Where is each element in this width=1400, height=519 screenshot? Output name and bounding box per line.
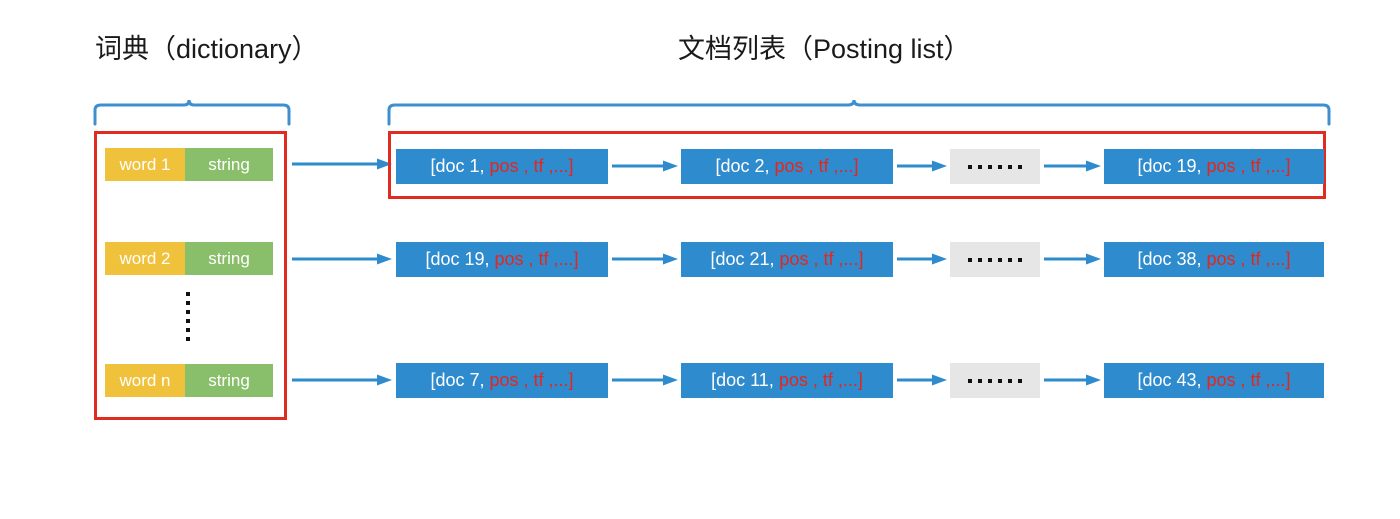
posting-link-arrow-icon xyxy=(897,374,947,386)
dictionary-to-posting-arrow-icon xyxy=(292,158,392,170)
posting-link-arrow-icon xyxy=(1044,253,1101,265)
posting-meta: pos , tf ,...] xyxy=(774,156,859,176)
posting-link-arrow-icon xyxy=(897,253,947,265)
posting-meta: pos , tf ,...] xyxy=(489,370,574,390)
dictionary-entry[interactable]: word 1 string xyxy=(105,148,273,181)
posting-doc-id: [doc 43, xyxy=(1137,370,1202,390)
posting-doc-id: [doc 19, xyxy=(425,249,490,269)
dictionary-term: word 1 xyxy=(105,148,185,181)
dictionary-value: string xyxy=(185,242,273,275)
posting-meta: pos , tf ,...] xyxy=(1206,156,1291,176)
posting-list-row: [doc 19, pos , tf ,...] [doc 21, pos , t… xyxy=(396,242,1326,277)
posting-link-arrow-icon xyxy=(612,160,678,172)
posting-meta: pos , tf ,...] xyxy=(489,156,574,176)
posting-node[interactable]: [doc 19, pos , tf ,...] xyxy=(396,242,608,277)
vertical-ellipsis-icon xyxy=(185,292,191,341)
posting-link-arrow-icon xyxy=(897,160,947,172)
posting-doc-id: [doc 11, xyxy=(711,370,774,390)
posting-link-arrow-icon xyxy=(612,374,678,386)
posting-meta: pos , tf ,...] xyxy=(494,249,579,269)
posting-ellipsis-node xyxy=(950,242,1040,277)
posting-list-row: [doc 1, pos , tf ,...] [doc 2, pos , tf … xyxy=(396,149,1326,184)
dictionary-to-posting-arrow-icon xyxy=(292,374,392,386)
posting-doc-id: [doc 38, xyxy=(1137,249,1202,269)
dictionary-term: word 2 xyxy=(105,242,185,275)
posting-meta: pos , tf ,...] xyxy=(1206,370,1291,390)
posting-node[interactable]: [doc 38, pos , tf ,...] xyxy=(1104,242,1324,277)
dictionary-to-posting-arrow-icon xyxy=(292,253,392,265)
posting-list-brace xyxy=(386,98,1332,126)
posting-row-highlight xyxy=(388,131,1326,199)
posting-link-arrow-icon xyxy=(612,253,678,265)
dictionary-term: word n xyxy=(105,364,185,397)
posting-doc-id: [doc 21, xyxy=(710,249,775,269)
posting-doc-id: [doc 7, xyxy=(430,370,485,390)
dictionary-value: string xyxy=(185,364,273,397)
posting-list-row: [doc 7, pos , tf ,...] [doc 11, pos , tf… xyxy=(396,363,1326,398)
posting-node[interactable]: [doc 2, pos , tf ,...] xyxy=(681,149,893,184)
posting-list-title: 文档列表（Posting list） xyxy=(678,34,971,64)
posting-meta: pos , tf ,...] xyxy=(779,249,864,269)
posting-node[interactable]: [doc 7, pos , tf ,...] xyxy=(396,363,608,398)
posting-ellipsis-node xyxy=(950,149,1040,184)
dictionary-entry[interactable]: word 2 string xyxy=(105,242,273,275)
dictionary-value: string xyxy=(185,148,273,181)
posting-link-arrow-icon xyxy=(1044,374,1101,386)
posting-node[interactable]: [doc 1, pos , tf ,...] xyxy=(396,149,608,184)
posting-doc-id: [doc 2, xyxy=(715,156,770,176)
dictionary-brace xyxy=(92,98,292,126)
posting-doc-id: [doc 1, xyxy=(430,156,485,176)
posting-meta: pos , tf ,...] xyxy=(1206,249,1291,269)
dictionary-title: 词典（dictionary） xyxy=(95,34,319,64)
posting-ellipsis-node xyxy=(950,363,1040,398)
dictionary-entry[interactable]: word n string xyxy=(105,364,273,397)
posting-doc-id: [doc 19, xyxy=(1137,156,1202,176)
posting-meta: pos , tf ,...] xyxy=(778,370,863,390)
posting-node[interactable]: [doc 11, pos , tf ,...] xyxy=(681,363,893,398)
posting-node[interactable]: [doc 43, pos , tf ,...] xyxy=(1104,363,1324,398)
posting-node[interactable]: [doc 19, pos , tf ,...] xyxy=(1104,149,1324,184)
posting-node[interactable]: [doc 21, pos , tf ,...] xyxy=(681,242,893,277)
posting-link-arrow-icon xyxy=(1044,160,1101,172)
